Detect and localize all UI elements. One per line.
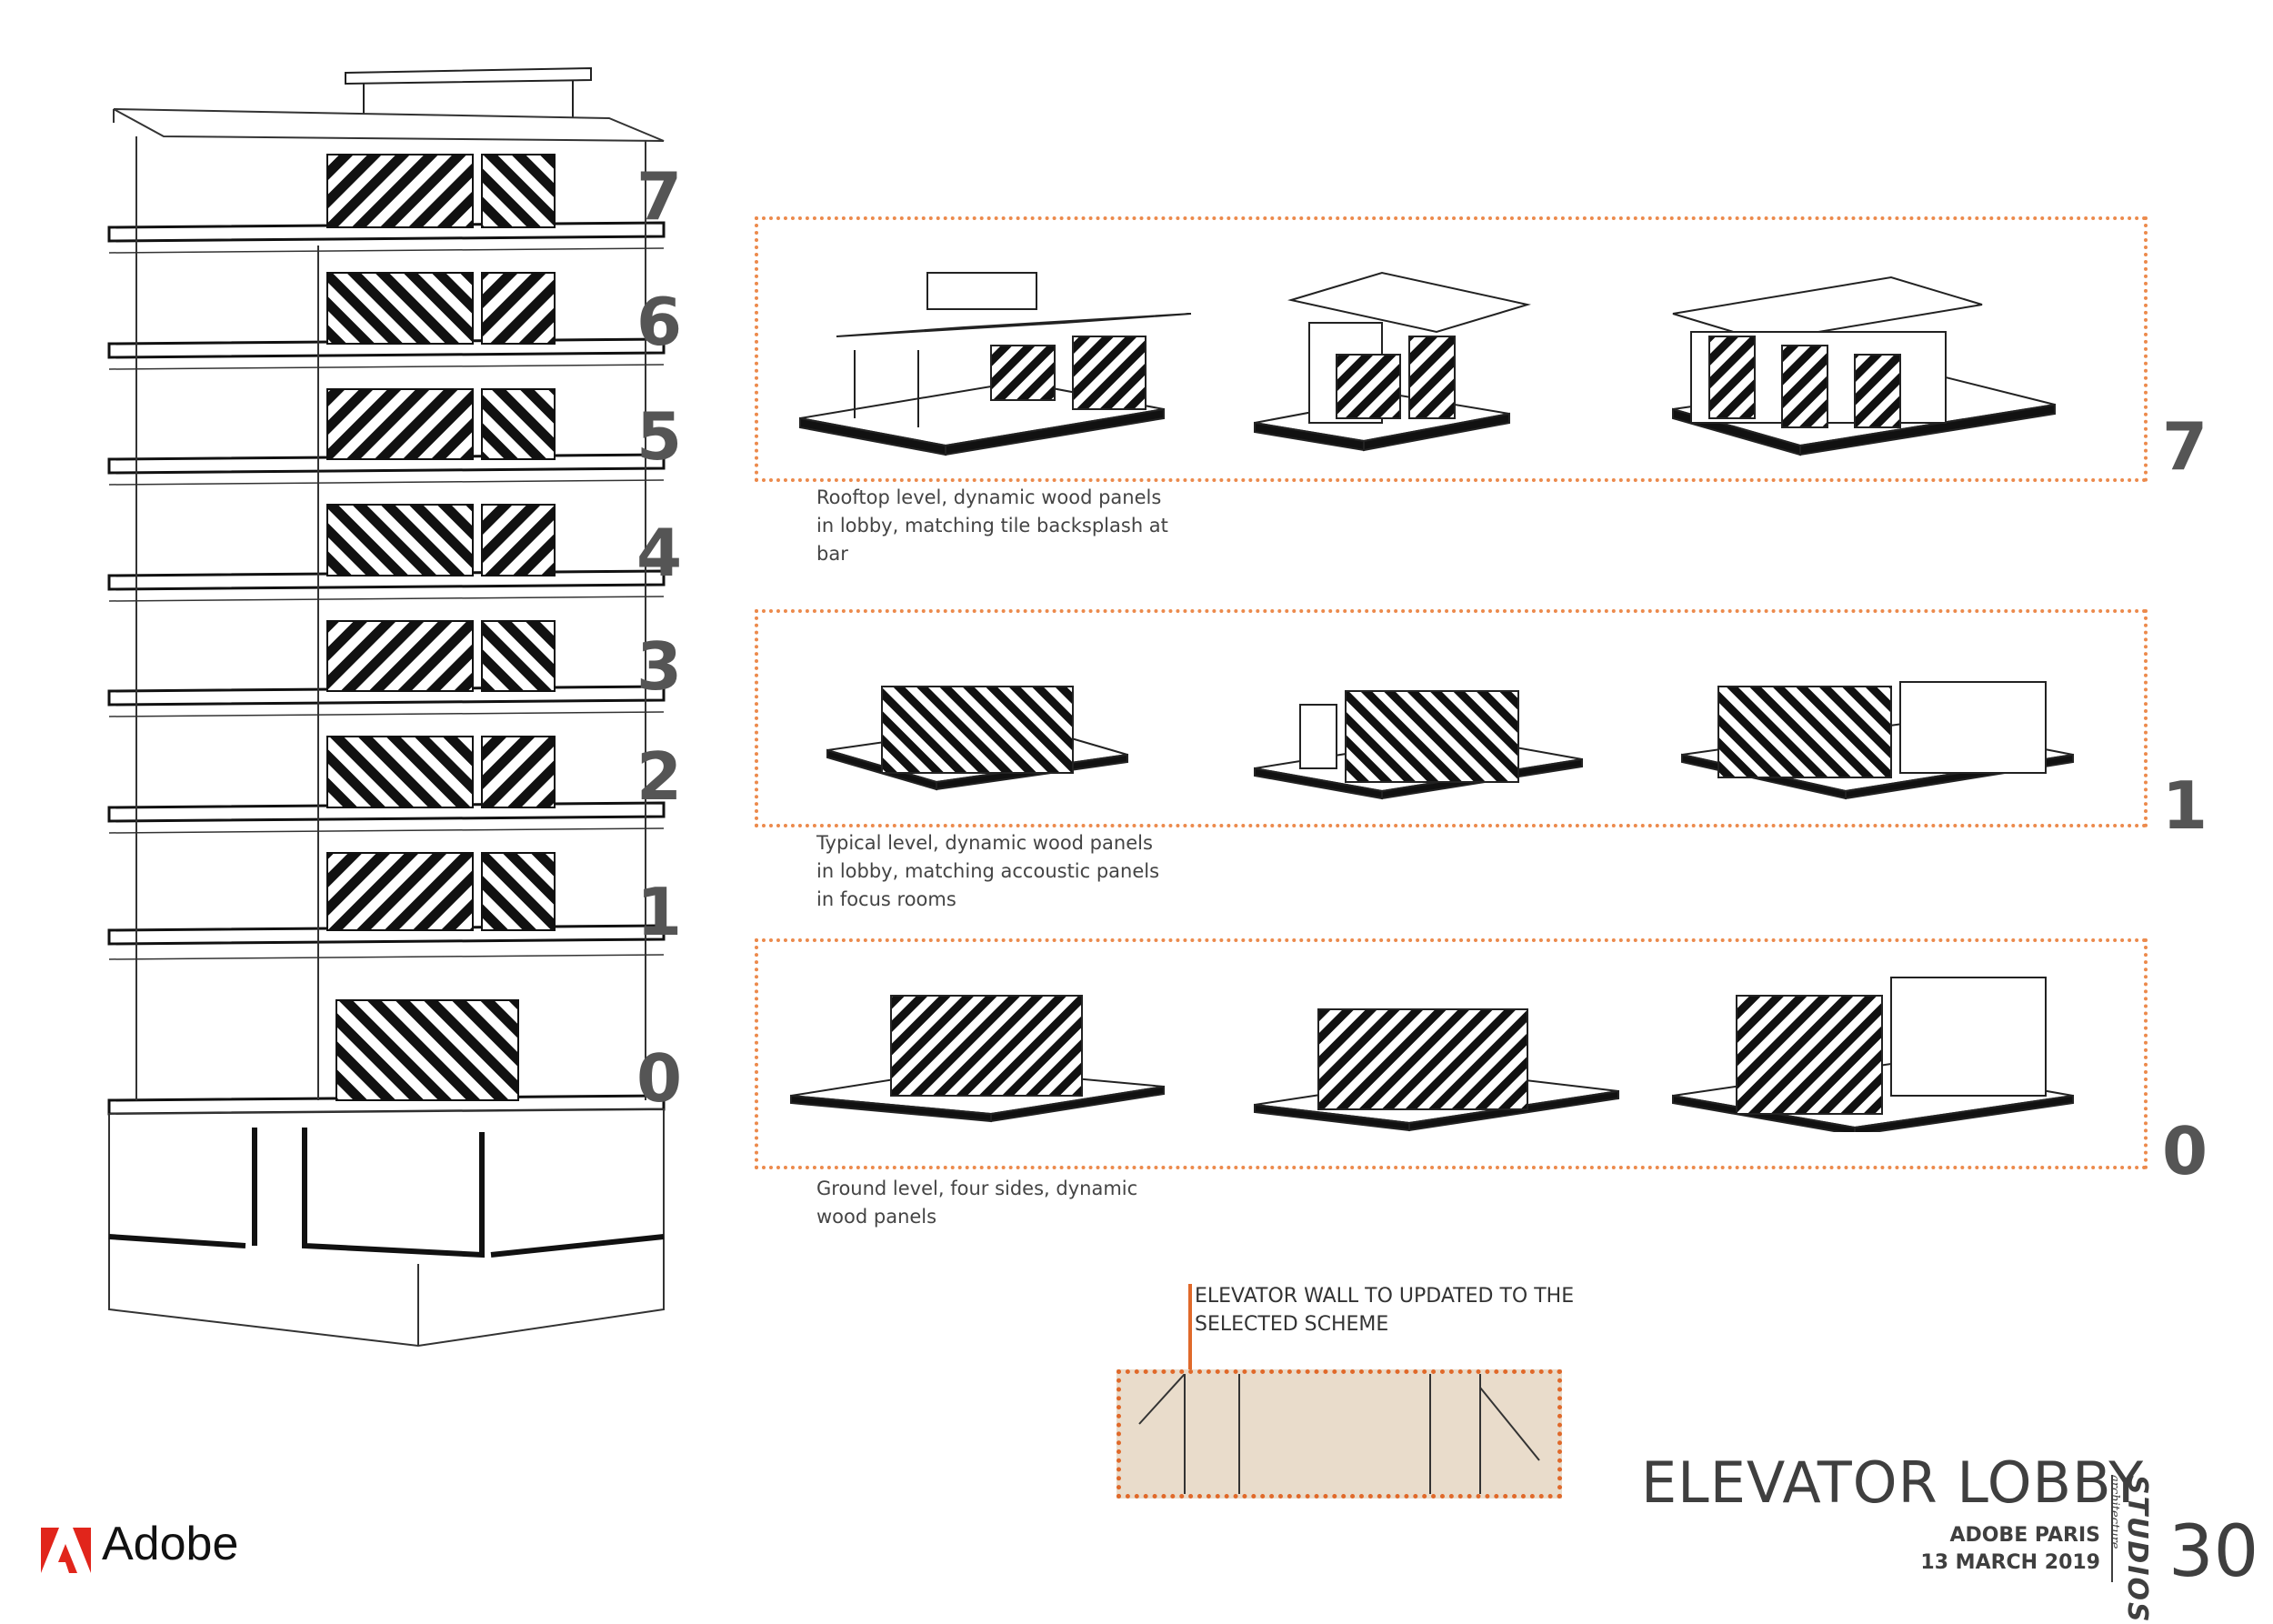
level-0-panel (755, 938, 2148, 1169)
floor-number-6: 6 (636, 284, 683, 360)
floor-number-3: 3 (636, 628, 683, 705)
elevator-wall-swatch (1116, 1369, 1562, 1499)
page-title: ELEVATOR LOBBY (1641, 1449, 2145, 1516)
level-1-caption: Typical level, dynamic wood panels in lo… (816, 832, 1160, 910)
studio-sub: architecture (2108, 1475, 2121, 1549)
level-7-panel (755, 216, 2148, 482)
level-number-0: 0 (2162, 1113, 2208, 1189)
level-1-views (826, 681, 2074, 800)
floor-number-1: 1 (636, 874, 683, 950)
page-number: 30 (2168, 1511, 2259, 1593)
level-number-7: 7 (2162, 408, 2208, 485)
building-axonometric (107, 66, 666, 1348)
elevator-leader-line (1188, 1284, 1192, 1370)
project-date: 13 MARCH 2019 (1920, 1551, 2100, 1574)
level-number-1: 1 (2162, 767, 2208, 844)
floor-number-2: 2 (636, 738, 683, 815)
floor-number-4: 4 (636, 515, 683, 591)
floor-number-0: 0 (636, 1040, 683, 1117)
level-7-views (799, 271, 2056, 456)
level-0-caption: Ground level, four sides, dynamic wood p… (816, 1178, 1138, 1228)
level-7-caption: Rooftop level, dynamic wood panels in lo… (816, 486, 1168, 565)
title-divider (2111, 1475, 2113, 1582)
adobe-logo-icon (41, 1528, 91, 1573)
floor-number-5: 5 (636, 398, 683, 475)
level-0-views (790, 977, 2074, 1132)
studio-logo: STUDIOS architecture (2108, 1475, 2153, 1624)
level-1-panel (755, 609, 2148, 827)
brand-name: Adobe (102, 1518, 239, 1570)
elevator-note: ELEVATOR WALL TO UPDATED TO THE SELECTED… (1195, 1285, 1575, 1336)
project-name: ADOBE PARIS (1949, 1524, 2100, 1547)
studio-name: STUDIOS (2121, 1475, 2153, 1624)
floor-number-7: 7 (636, 158, 683, 235)
